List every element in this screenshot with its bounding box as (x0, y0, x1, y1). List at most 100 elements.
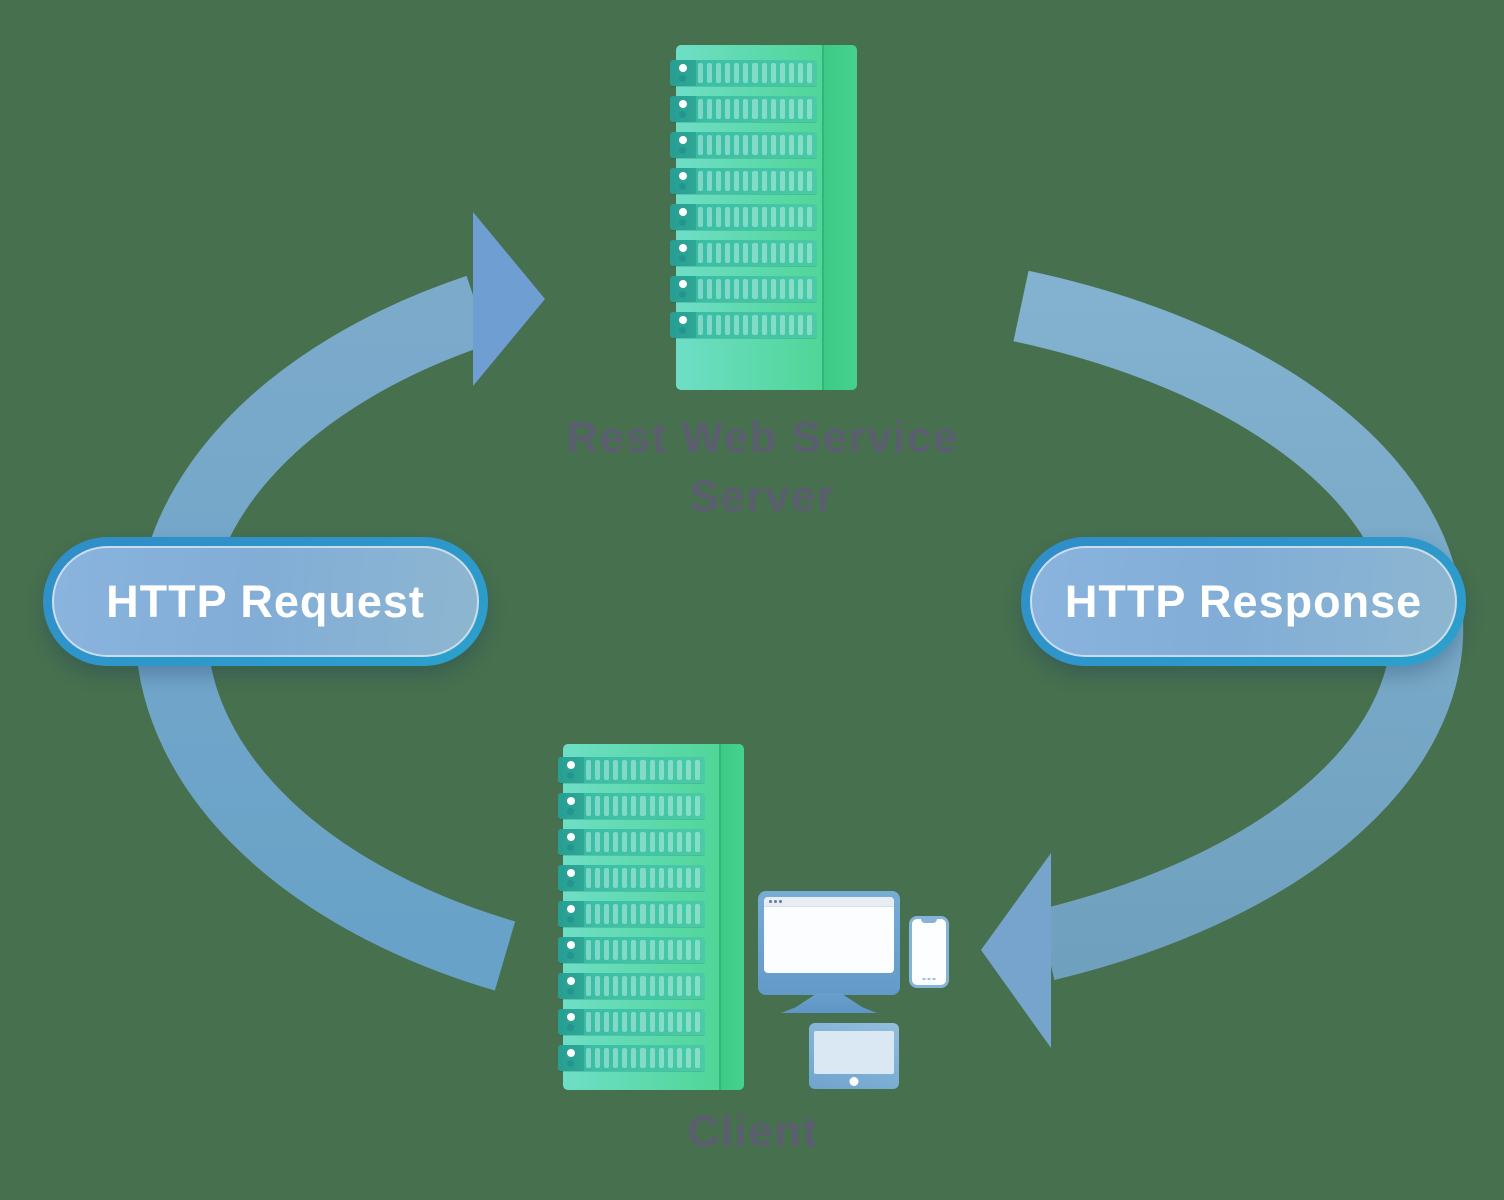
rack-led-icon (567, 761, 575, 769)
http-request-badge-inner: HTTP Request (52, 546, 479, 657)
phone-speaker-dots (922, 978, 936, 980)
server-rack-units (670, 45, 817, 390)
rack-unit (558, 1009, 705, 1035)
rack-vents (586, 760, 701, 780)
server-label-line2: Server (689, 472, 836, 522)
rack-vents (698, 207, 813, 227)
client-rack-side-panel (719, 744, 744, 1090)
rack-led-icon (679, 219, 686, 226)
rack-vents (698, 243, 813, 263)
request-arrowhead-icon (473, 212, 545, 386)
rack-led-icon (567, 952, 574, 959)
rack-led-icon (679, 291, 686, 298)
rack-unit (670, 240, 817, 266)
rack-unit (558, 757, 705, 783)
rack-unit (558, 973, 705, 999)
rack-led-icon (567, 797, 575, 805)
rack-led-icon (679, 100, 687, 108)
rack-unit (670, 312, 817, 338)
rack-led-icon (679, 147, 686, 154)
client-label: Client (687, 1107, 819, 1156)
rack-vents (698, 315, 813, 335)
rack-led-icon (567, 880, 574, 887)
monitor-screen (764, 897, 894, 973)
server-label-line1: Rest Web Service (566, 413, 959, 462)
browser-dot-icon (769, 900, 772, 903)
rack-led-icon (567, 772, 574, 779)
rack-led-icon (567, 977, 575, 985)
client-rack-icon (553, 744, 744, 1090)
rack-vents (586, 1012, 701, 1032)
http-request-label: HTTP Request (106, 575, 425, 627)
rack-led-icon (679, 75, 686, 82)
rack-unit (670, 96, 817, 122)
response-arrowhead-icon (981, 853, 1051, 1048)
rack-unit (670, 168, 817, 194)
rack-vents (698, 279, 813, 299)
rack-led-icon (679, 280, 687, 288)
server-side-panel (822, 45, 857, 390)
phone-notch (921, 918, 937, 923)
monitor-stand (781, 993, 877, 1013)
browser-dot-icon (774, 900, 777, 903)
http-response-badge-inner: HTTP Response (1030, 546, 1457, 657)
rack-led-icon (567, 844, 574, 851)
rack-led-icon (679, 136, 687, 144)
rack-led-icon (679, 111, 686, 118)
rack-led-icon (679, 244, 687, 252)
tablet-icon (809, 1023, 899, 1089)
rack-led-icon (567, 905, 575, 913)
rack-led-icon (679, 183, 686, 190)
server-rack-icon (670, 45, 857, 390)
tablet-screen (814, 1031, 894, 1074)
client-rack-units (558, 744, 705, 1090)
rack-led-icon (567, 941, 575, 949)
rack-led-icon (679, 172, 687, 180)
rack-vents (698, 63, 813, 83)
rack-unit (670, 204, 817, 230)
rack-unit (670, 132, 817, 158)
rack-vents (586, 976, 701, 996)
rack-vents (586, 904, 701, 924)
rack-led-icon (567, 916, 574, 923)
rack-led-icon (567, 988, 574, 995)
rack-vents (698, 171, 813, 191)
rack-unit (558, 937, 705, 963)
http-response-badge: HTTP Response (1021, 537, 1466, 666)
browser-dot-icon (779, 900, 782, 903)
rack-led-icon (679, 64, 687, 72)
server-label: Rest Web Service Server (455, 408, 1070, 527)
rack-vents (586, 940, 701, 960)
rack-vents (586, 832, 701, 852)
rack-led-icon (567, 1013, 575, 1021)
rack-led-icon (567, 869, 575, 877)
http-request-badge: HTTP Request (43, 537, 488, 666)
rack-led-icon (567, 808, 574, 815)
tablet-home-button (849, 1077, 859, 1086)
rack-vents (698, 99, 813, 119)
rack-led-icon (567, 833, 575, 841)
rack-vents (586, 868, 701, 888)
rack-unit (670, 60, 817, 86)
rack-vents (586, 796, 701, 816)
http-response-label: HTTP Response (1064, 575, 1423, 627)
rack-unit (558, 829, 705, 855)
rack-led-icon (679, 255, 686, 262)
rack-led-icon (567, 1060, 574, 1067)
browser-toolbar (764, 897, 894, 907)
rack-led-icon (567, 1049, 575, 1057)
desktop-monitor-icon (758, 891, 900, 1013)
rack-vents (586, 1048, 701, 1068)
rack-led-icon (679, 208, 687, 216)
rack-unit (558, 865, 705, 891)
rack-unit (558, 793, 705, 819)
rack-unit (558, 1045, 705, 1071)
monitor-frame (758, 891, 900, 995)
smartphone-icon (909, 916, 949, 988)
rack-unit (558, 901, 705, 927)
rack-led-icon (567, 1024, 574, 1031)
rack-led-icon (679, 316, 687, 324)
rack-vents (698, 135, 813, 155)
rack-led-icon (679, 327, 686, 334)
